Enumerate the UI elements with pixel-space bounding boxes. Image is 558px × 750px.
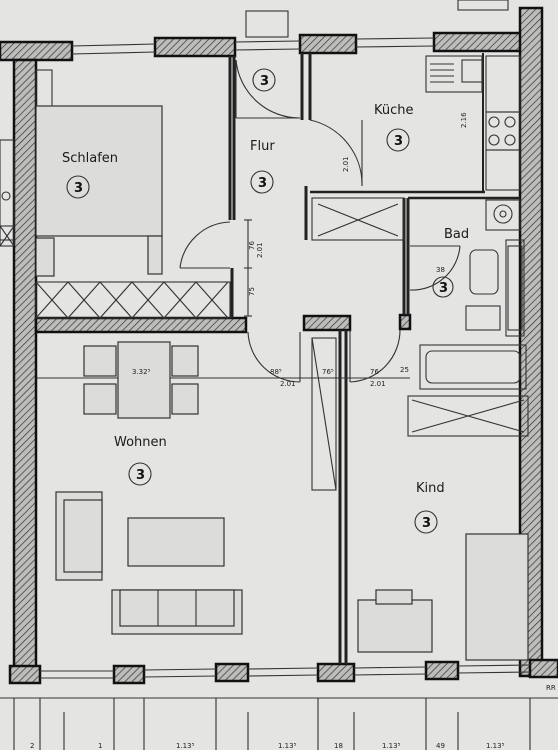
desk-chair [375,589,413,605]
dim-76b: 76 [370,368,379,376]
corner-mark: RR [546,684,556,692]
pier-1 [8,664,42,685]
dim-38: 38 [436,266,445,274]
bottom-dimension-labels: 2 1 1.13⁵ 1.13⁵ 18 1.13⁵ 49 1.13⁵ [30,742,505,750]
wall-schlafen-wohnen [34,316,248,334]
room-num-kind: 3 [422,516,431,531]
dim-765: 76⁵ [322,368,334,376]
pier-5 [424,660,460,681]
top-external-box [245,10,289,38]
bottom-dim-d: 1.13⁵ [278,742,297,750]
bottom-dim-h: 1.13⁵ [486,742,505,750]
structural-walls [0,6,558,685]
dimension-labels: 76 2.01 75 88⁵ 2.01 76⁵ 76 2.01 25 3.32⁵… [132,112,556,692]
pier-2 [112,664,146,685]
dim-201a: 2.01 [256,242,264,258]
room-label-flur: Flur [250,139,275,154]
room-num-flur-top: 3 [260,74,269,89]
dining-table [117,341,171,419]
bottom-dim-f: 1.13⁵ [382,742,401,750]
dimension-ruler [0,697,558,750]
room-num-bad: 3 [439,281,448,296]
desk [357,599,433,653]
room-label-schlafen: Schlafen [62,151,118,166]
room-num-wohnen: 3 [136,468,145,483]
bed [35,105,163,237]
bottom-dim-g: 49 [436,742,445,750]
dim-201d: 2.01 [342,156,350,172]
wall-top-mid [153,36,237,58]
wall-left [12,58,38,682]
room-num-kueche: 3 [394,134,403,149]
dim-201b: 2.01 [280,380,296,388]
room-label-bad: Bad [444,227,469,242]
windows [40,0,531,679]
pier-4 [316,662,356,683]
bottom-dim-e: 18 [334,742,343,750]
room-label-kind: Kind [416,481,445,496]
room-num-flur: 3 [258,176,267,191]
room-num-schlafen: 3 [74,181,83,196]
room-label-kueche: Küche [374,103,414,118]
dim-25: 25 [400,366,409,374]
furniture [35,105,529,661]
dim-201c: 2.01 [370,380,386,388]
room-labels: Schlafen 3 Flur 3 3 Küche 3 Bad 3 Wohnen… [62,68,469,534]
dim-75: 75 [248,287,256,296]
room-label-wohnen: Wohnen [114,435,167,450]
wall-stub-center [302,314,352,332]
dim-216: 2.16 [460,112,468,128]
dim-885: 88⁵ [270,368,282,376]
doors [36,59,461,383]
bottom-dim-a: 2 [30,742,34,750]
dim-76a: 76 [248,241,256,250]
partitions [0,53,529,664]
pier-3 [214,662,250,683]
coffee-table [127,517,225,567]
bottom-dim-b: 1 [98,742,102,750]
wall-top-left [0,40,74,62]
pier-bad [398,313,412,331]
wall-top-kitchen [298,33,358,55]
pier-6 [528,658,558,679]
wall-top-right [432,31,524,53]
bottom-dim-c: 1.13⁵ [176,742,195,750]
dim-332: 3.32⁵ [132,368,151,376]
kid-bed [465,533,529,661]
